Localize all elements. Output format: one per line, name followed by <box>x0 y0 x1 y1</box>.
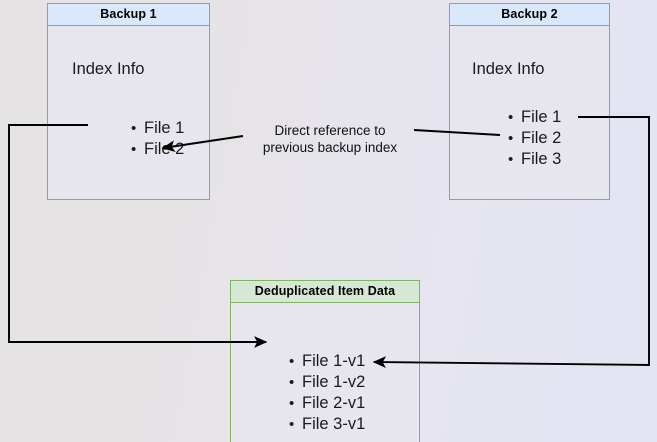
list-item: File 1 <box>508 107 561 128</box>
list-item: File 2 <box>508 128 561 149</box>
backup-2-title: Backup 2 <box>450 4 609 26</box>
direct-reference-annotation: Direct reference to previous backup inde… <box>262 123 398 155</box>
list-item: File 1-v2 <box>289 372 365 393</box>
backup-1-box[interactable]: Backup 1 Index Info File 1 File 2 <box>47 3 210 200</box>
list-item: File 1-v1 <box>289 351 365 372</box>
backup-2-body: Index Info File 1 File 2 File 3 <box>450 26 609 199</box>
list-item: File 3-v1 <box>289 414 365 435</box>
list-item: File 2-v1 <box>289 393 365 414</box>
backup-2-file-list: File 1 File 2 File 3 <box>505 107 561 170</box>
backup-2-box[interactable]: Backup 2 Index Info File 1 File 2 File 3 <box>449 3 610 200</box>
backup-1-index-info-label: Index Info <box>72 60 145 78</box>
deduplicated-item-data-body: File 1-v1 File 1-v2 File 2-v1 File 3-v1 <box>231 303 419 442</box>
backup-1-title: Backup 1 <box>48 4 209 26</box>
backup-1-file-list: File 1 File 2 <box>128 118 184 160</box>
list-item: File 3 <box>508 149 561 170</box>
backup-2-index-info-label: Index Info <box>472 60 545 78</box>
list-item: File 2 <box>131 139 184 160</box>
deduplicated-item-data-title: Deduplicated Item Data <box>231 281 419 303</box>
backup-1-body: Index Info File 1 File 2 <box>48 26 209 199</box>
deduplicated-file-list: File 1-v1 File 1-v2 File 2-v1 File 3-v1 <box>286 351 365 435</box>
deduplicated-item-data-box[interactable]: Deduplicated Item Data File 1-v1 File 1-… <box>230 280 420 442</box>
list-item: File 1 <box>131 118 184 139</box>
